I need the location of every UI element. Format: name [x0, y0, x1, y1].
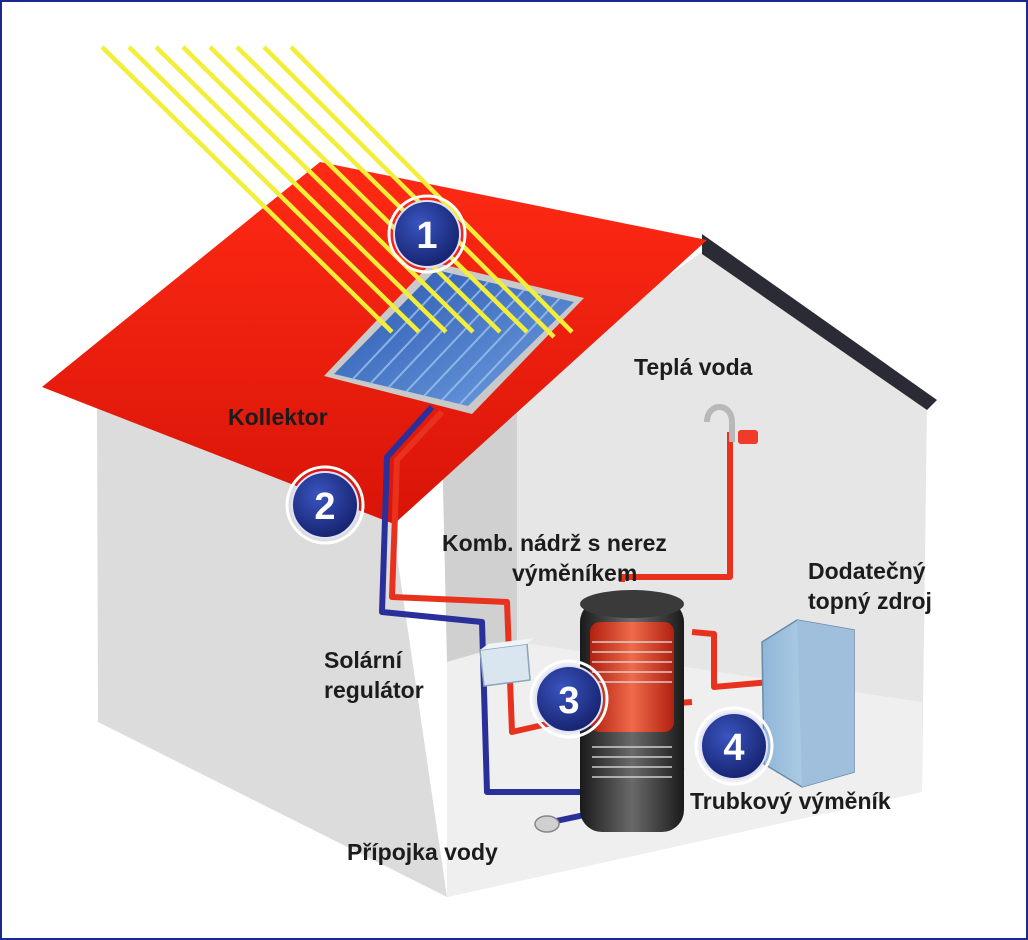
label-dodatecny-line1: Dodatečný — [808, 558, 926, 584]
label-regulator-line2: regulátor — [324, 677, 424, 703]
label-trubkovy-vymenik: Trubkový výměník — [690, 788, 891, 814]
left-wall — [97, 407, 447, 897]
label-pripojka-vody: Přípojka vody — [347, 839, 498, 865]
label-nadrz-line2: výměníkem — [512, 560, 638, 586]
sun-rays — [100, 45, 574, 339]
svg-text:1: 1 — [416, 215, 437, 257]
svg-text:4: 4 — [723, 727, 744, 769]
label-regulator-line1: Solární — [324, 647, 402, 673]
label-nadrz-line1: Komb. nádrž s nerez — [442, 530, 667, 556]
badge-4: 4 — [694, 706, 774, 786]
storage-tank — [580, 590, 684, 832]
water-inlet — [534, 815, 560, 833]
auxiliary-boiler — [761, 619, 855, 788]
badge-1: 1 — [387, 194, 467, 274]
label-tepla-voda: Teplá voda — [634, 354, 753, 380]
badge-3: 3 — [529, 659, 609, 739]
svg-text:3: 3 — [558, 680, 579, 722]
svg-text:2: 2 — [314, 486, 335, 528]
badge-2: 2 — [285, 465, 365, 545]
label-kollektor: Kollektor — [228, 404, 328, 430]
roof-back-edge — [702, 234, 937, 410]
faucet — [704, 404, 735, 442]
solar-regulator-box — [479, 638, 534, 687]
faucet-handle — [738, 430, 758, 444]
label-dodatecny-line2: topný zdroj — [808, 588, 932, 614]
